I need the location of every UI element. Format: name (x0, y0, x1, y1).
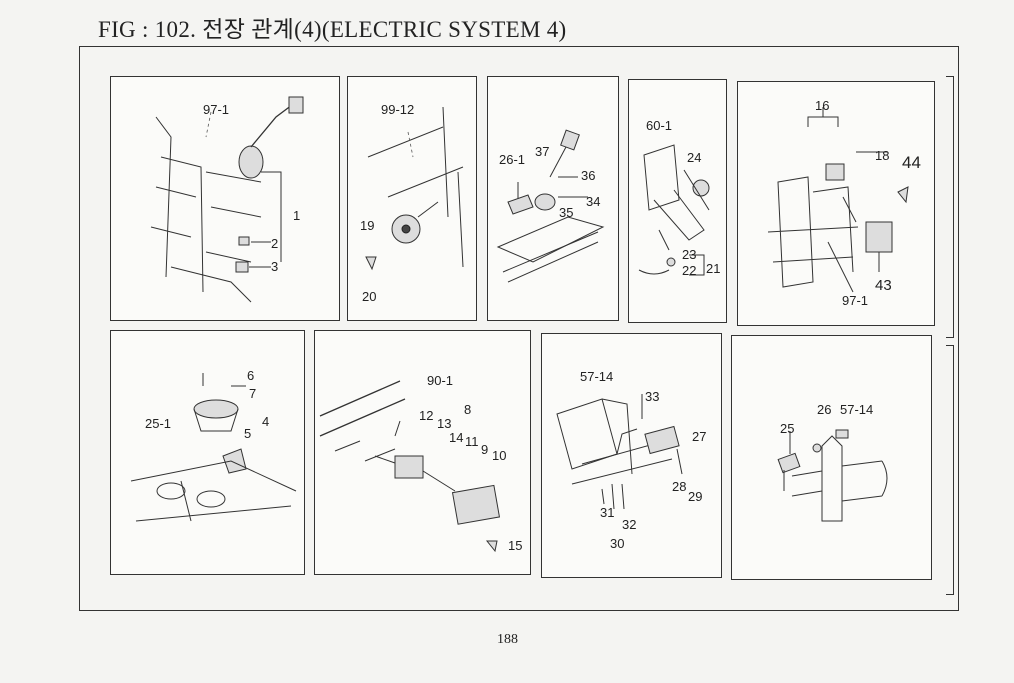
bracket-sensor-drawing (638, 144, 710, 276)
callout-19: 19 (360, 218, 375, 233)
callout-27: 27 (692, 429, 707, 444)
callout-6: 6 (247, 368, 255, 383)
panel-switch-mount: 26 57-14 25 (731, 335, 932, 580)
callout-9: 9 (481, 442, 489, 457)
callout-25-1: 25-1 (145, 416, 172, 431)
diagram-frame (79, 46, 959, 611)
panel-fuel-sender: 26-1 37 36 34 35 (487, 76, 619, 321)
callout-11: 11 (465, 434, 479, 449)
callout-43: 43 (875, 277, 892, 294)
callout-37: 37 (535, 144, 550, 159)
page-number: 188 (497, 632, 518, 647)
callout-57-14: 57-14 (580, 369, 614, 384)
callout-3: 3 (271, 259, 279, 274)
page-title: FIG : 102. 전장 관계(4)(ELECTRIC SYSTEM 4) (98, 17, 567, 42)
callout-22: 22 (682, 263, 697, 278)
callout-4: 4 (262, 414, 270, 429)
callout-16: 16 (815, 98, 830, 113)
callout-97-1: 97-1 (203, 102, 230, 117)
panel-connector: 90-1 8 12 13 14 11 9 10 15 (314, 330, 531, 575)
callout-33: 33 (645, 389, 660, 404)
callout-34: 34 (586, 194, 601, 209)
panel-switch-assembly: 97-1 1 2 3 (110, 76, 340, 321)
callout-97-1-relay: 97-1 (842, 293, 869, 308)
callout-5: 5 (244, 426, 252, 441)
callout-60-1: 60-1 (646, 118, 673, 133)
callout-23: 23 (682, 247, 697, 262)
panel-relay: 16 18 44 43 97-1 (737, 81, 935, 326)
callout-35: 35 (559, 205, 574, 220)
callout-15: 15 (508, 538, 523, 553)
row-bracket-top (946, 76, 954, 338)
callout-8: 8 (464, 402, 472, 417)
row-bracket-bottom (946, 345, 954, 595)
fuel-sender-drawing (496, 129, 605, 283)
cap-bracket-drawing (130, 373, 297, 522)
panel-horn: 99-12 19 20 (347, 76, 477, 321)
callout-24: 24 (687, 150, 702, 165)
switch-assembly-drawing (150, 96, 304, 303)
callout-31: 31 (600, 505, 615, 520)
callout-14: 14 (449, 430, 464, 445)
panel-switch-bracket: 57-14 33 27 28 29 31 32 30 (541, 333, 722, 578)
callout-57-14-mount: 57-14 (840, 402, 874, 417)
callout-32: 32 (622, 517, 637, 532)
callout-30: 30 (610, 536, 625, 551)
callout-2: 2 (271, 236, 279, 251)
callout-26-1: 26-1 (499, 152, 526, 167)
callout-21: 21 (706, 261, 721, 276)
horn-drawing (365, 106, 464, 271)
callout-12: 12 (419, 408, 434, 423)
callout-20: 20 (362, 289, 377, 304)
relay-drawing (767, 107, 909, 293)
callout-1: 1 (293, 208, 301, 223)
callout-28: 28 (672, 479, 687, 494)
callout-7: 7 (249, 386, 257, 401)
callout-29: 29 (688, 489, 703, 504)
callout-90-1: 90-1 (427, 373, 454, 388)
callout-99-12: 99-12 (381, 102, 415, 117)
callout-13: 13 (437, 416, 452, 431)
callout-36: 36 (581, 168, 596, 183)
panel-bracket-sensor: 60-1 24 23 22 21 (628, 79, 727, 323)
callout-25: 25 (780, 421, 795, 436)
callout-18: 18 (875, 148, 890, 163)
callout-44: 44 (902, 153, 921, 172)
switch-mount-drawing (777, 429, 888, 522)
callout-10: 10 (492, 448, 507, 463)
panel-cap-bracket: 6 7 4 5 25-1 (110, 330, 305, 575)
switch-bracket-drawing (556, 394, 683, 510)
connector-drawing (319, 380, 501, 553)
callout-26: 26 (817, 402, 832, 417)
